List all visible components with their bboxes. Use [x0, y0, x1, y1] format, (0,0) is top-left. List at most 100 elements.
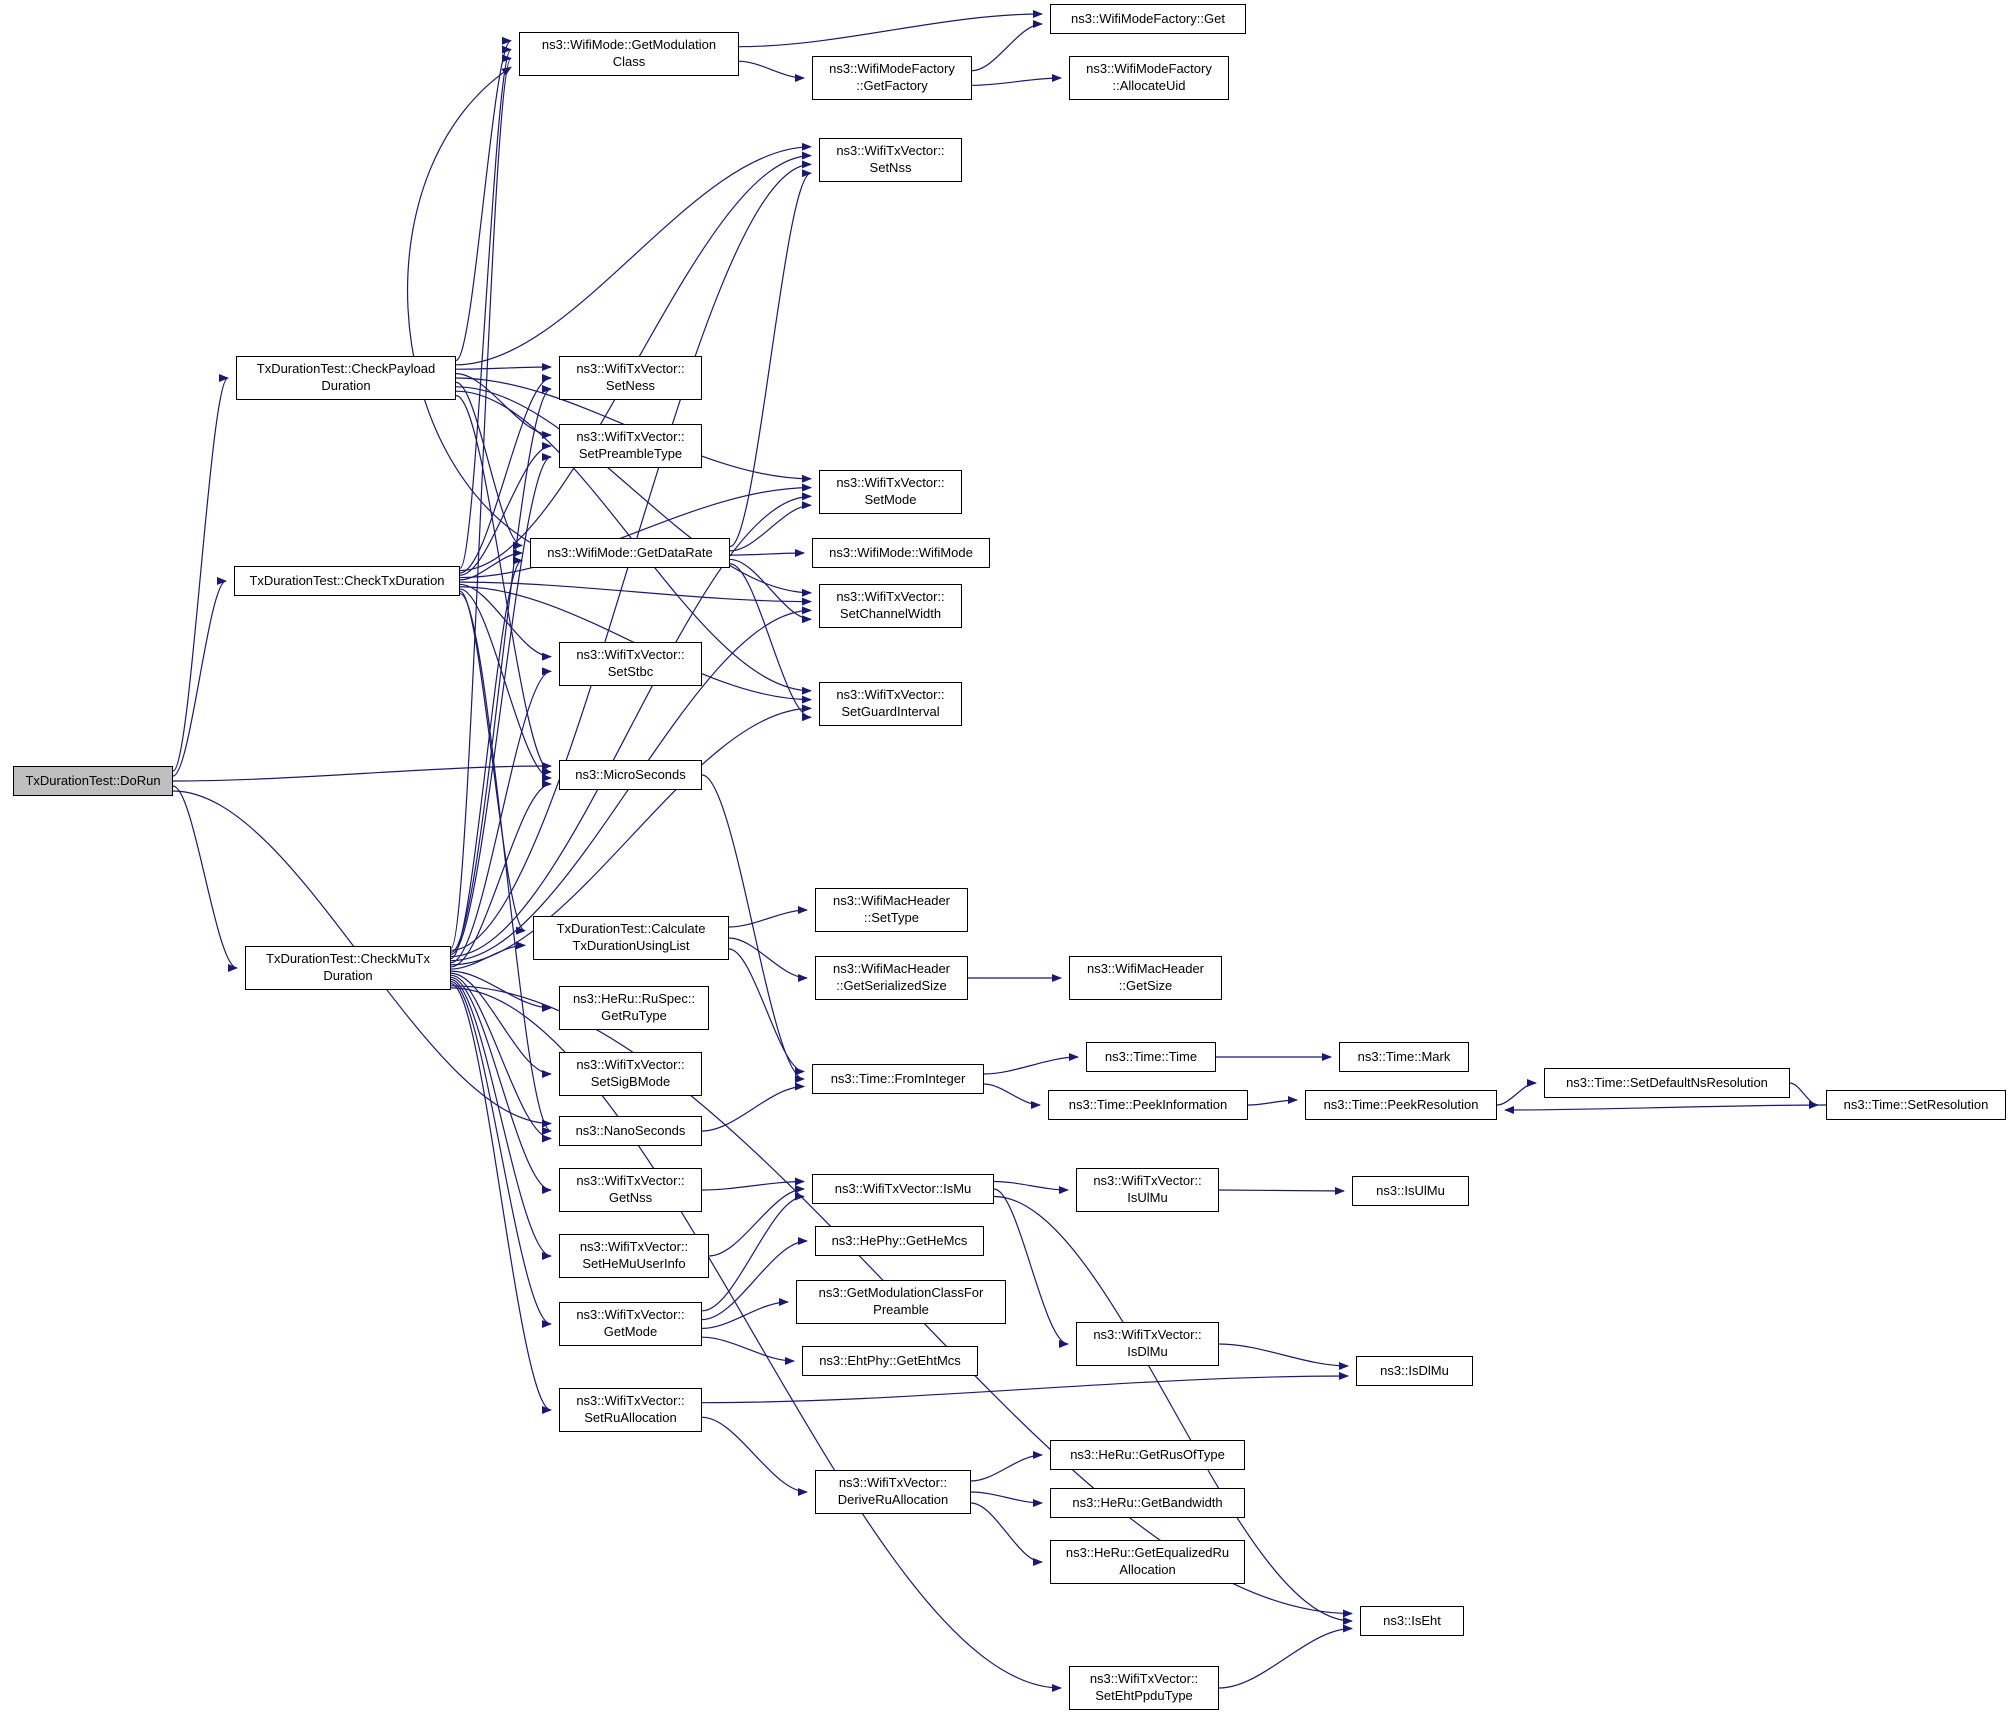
edge-deriveRuAlloc-heBandwidth [970, 1491, 1043, 1507]
node-label: ::SetType [864, 910, 919, 925]
node-setStbc[interactable]: ns3::WifiTxVector::SetStbc [559, 642, 702, 686]
node-label: ns3::GetModulationClassFor [818, 1285, 984, 1301]
node-getDataRate[interactable]: ns3::WifiMode::GetDataRate [530, 538, 730, 568]
node-setEhtPpduType[interactable]: ns3::WifiTxVector::SetEhtPpduType [1069, 1666, 1219, 1710]
node-label: TxDurationTest::CheckPayload [256, 361, 436, 377]
node-setPreambleType[interactable]: ns3::WifiTxVector::SetPreambleType [559, 424, 702, 468]
edge-checkPayload-setPreambleType [455, 373, 552, 439]
node-machdrSetType[interactable]: ns3::WifiMacHeader::SetType [815, 888, 968, 932]
node-getHeMcs[interactable]: ns3::HePhy::GetHeMcs [815, 1226, 984, 1256]
node-wmfGet[interactable]: ns3::WifiModeFactory::Get [1050, 4, 1246, 34]
node-isDlMuFree[interactable]: ns3::IsDlMu [1356, 1356, 1473, 1386]
node-label: ns3::IsEht [1383, 1612, 1441, 1628]
node-getMode[interactable]: ns3::WifiTxVector::GetMode [559, 1302, 702, 1346]
node-label: ::GetSerializedSize [836, 978, 947, 993]
edge-doRun-microSeconds [172, 762, 552, 782]
node-setResolution[interactable]: ns3::Time::SetResolution [1826, 1090, 2006, 1120]
node-setChannelWidth[interactable]: ns3::WifiTxVector::SetChannelWidth [819, 584, 962, 628]
node-wtvIsUlMu[interactable]: ns3::WifiTxVector::IsUlMu [1076, 1168, 1219, 1212]
node-getNss[interactable]: ns3::WifiTxVector::GetNss [559, 1168, 702, 1212]
node-label: ns3::WifiTxVector:: [838, 1475, 948, 1491]
node-microSeconds[interactable]: ns3::MicroSeconds [559, 760, 702, 790]
node-doRun: TxDurationTest::DoRun [13, 766, 173, 796]
node-label: ns3::WifiTxVector:: [836, 589, 945, 605]
node-machdrGetSerSize[interactable]: ns3::WifiMacHeader::GetSerializedSize [815, 956, 968, 1000]
node-wtvIsDlMu[interactable]: ns3::WifiTxVector::IsDlMu [1076, 1322, 1219, 1366]
edge-checkMuTx-getRuType [450, 970, 552, 1012]
node-peekResolution[interactable]: ns3::Time::PeekResolution [1305, 1090, 1497, 1120]
node-label: ns3::WifiTxVector:: [1089, 1671, 1199, 1687]
edge-checkTx-calcTxDurList [459, 590, 526, 935]
node-label: ns3::NanoSeconds [575, 1122, 686, 1138]
edge-checkPayload-setNss [455, 142, 812, 366]
node-setGuardInterval[interactable]: ns3::WifiTxVector::SetGuardInterval [819, 682, 962, 726]
node-label: SetSigBMode [590, 1074, 671, 1089]
node-label: SetEhtPpduType [1095, 1688, 1193, 1703]
node-label: SetStbc [607, 664, 654, 679]
node-wmfGetFactory[interactable]: ns3::WifiModeFactory::GetFactory [812, 56, 972, 100]
node-label: SetRuAllocation [584, 1410, 677, 1425]
node-getEhtMcs[interactable]: ns3::EhtPhy::GetEhtMcs [802, 1346, 978, 1376]
node-nanoSeconds[interactable]: ns3::NanoSeconds [559, 1116, 702, 1146]
node-wifiModeCtor[interactable]: ns3::WifiMode::WifiMode [812, 538, 990, 568]
node-label: ns3::Time::SetResolution [1843, 1096, 1989, 1112]
node-isEht[interactable]: ns3::IsEht [1360, 1606, 1464, 1636]
edge-doRun-checkMuTx [172, 785, 238, 972]
node-setNess[interactable]: ns3::WifiTxVector::SetNess [559, 356, 702, 400]
node-label: GetNss [608, 1190, 653, 1205]
node-label: ns3::Time::SetDefaultNsResolution [1566, 1074, 1768, 1090]
node-setRuAllocation[interactable]: ns3::WifiTxVector::SetRuAllocation [559, 1388, 702, 1432]
node-setSigBMode[interactable]: ns3::WifiTxVector::SetSigBMode [559, 1052, 702, 1096]
node-isUlMuFree[interactable]: ns3::IsUlMu [1352, 1176, 1469, 1206]
node-label: SetHeMuUserInfo [582, 1256, 686, 1271]
node-label: IsUlMu [1127, 1190, 1168, 1205]
node-setMode[interactable]: ns3::WifiTxVector::SetMode [819, 470, 962, 514]
node-timeTime[interactable]: ns3::Time::Time [1086, 1042, 1216, 1072]
node-label: ns3::WifiTxVector:: [576, 647, 685, 663]
edge-checkPayload-microSeconds [455, 395, 552, 776]
edge-getMode-getEhtMcs [701, 1336, 795, 1365]
node-label: ns3::WifiTxVector:: [1093, 1173, 1202, 1189]
node-label: ns3::WifiMacHeader [832, 961, 951, 977]
node-timeMark[interactable]: ns3::Time::Mark [1339, 1042, 1469, 1072]
node-label: ns3::WifiTxVector:: [579, 1239, 689, 1255]
edge-checkMuTx-setRuAllocation [450, 983, 552, 1414]
node-isMu[interactable]: ns3::WifiTxVector::IsMu [812, 1174, 994, 1204]
edge-getDataRate-setGuardInterval [729, 563, 812, 722]
edge-checkMuTx-getModClass [450, 54, 512, 949]
node-label: TxDurationTest::CheckTxDuration [249, 572, 445, 588]
node-label: SetNss [869, 160, 912, 175]
node-deriveRuAlloc[interactable]: ns3::WifiTxVector::DeriveRuAllocation [815, 1470, 971, 1514]
node-fromInteger[interactable]: ns3::Time::FromInteger [812, 1064, 984, 1094]
edge-isMu-wtvIsUlMu [993, 1180, 1069, 1194]
node-heRusOfType[interactable]: ns3::HeRu::GetRusOfType [1050, 1440, 1245, 1470]
node-checkTx[interactable]: TxDurationTest::CheckTxDuration [234, 566, 460, 596]
node-wmfAllocateUid[interactable]: ns3::WifiModeFactory::AllocateUid [1069, 56, 1229, 100]
edge-checkPayload-getDataRate [455, 381, 523, 550]
node-label: ns3::HeRu::GetEqualizedRu [1065, 1545, 1230, 1561]
node-label: ns3::Time::Mark [1357, 1048, 1451, 1064]
node-label: ns3::WifiMode::GetModulation [541, 37, 717, 53]
node-setHeMuUserInfo[interactable]: ns3::WifiTxVector::SetHeMuUserInfo [559, 1234, 709, 1278]
node-setNss[interactable]: ns3::WifiTxVector::SetNss [819, 138, 962, 182]
node-label: ns3::Time::PeekInformation [1068, 1096, 1228, 1112]
edge-nanoSeconds-fromInteger [701, 1082, 805, 1132]
node-getRuType[interactable]: ns3::HeRu::RuSpec::GetRuType [559, 986, 709, 1030]
node-setDefaultNsResolution[interactable]: ns3::Time::SetDefaultNsResolution [1544, 1068, 1790, 1098]
node-label: ns3::WifiTxVector:: [836, 143, 945, 159]
edge-checkMuTx-nanoSeconds [450, 974, 552, 1143]
edge-checkTx-nanoSeconds [459, 593, 552, 1135]
node-label: ns3::WifiTxVector:: [576, 1307, 685, 1323]
edge-checkPayload-getModClass [455, 36, 512, 361]
edge-getDataRate-getModClass [406, 66, 531, 543]
node-machdrGetSize[interactable]: ns3::WifiMacHeader::GetSize [1069, 956, 1222, 1000]
node-peekInformation[interactable]: ns3::Time::PeekInformation [1048, 1090, 1248, 1120]
edge-wtvIsUlMu-isUlMuFree [1218, 1186, 1345, 1195]
node-heBandwidth[interactable]: ns3::HeRu::GetBandwidth [1050, 1488, 1245, 1518]
